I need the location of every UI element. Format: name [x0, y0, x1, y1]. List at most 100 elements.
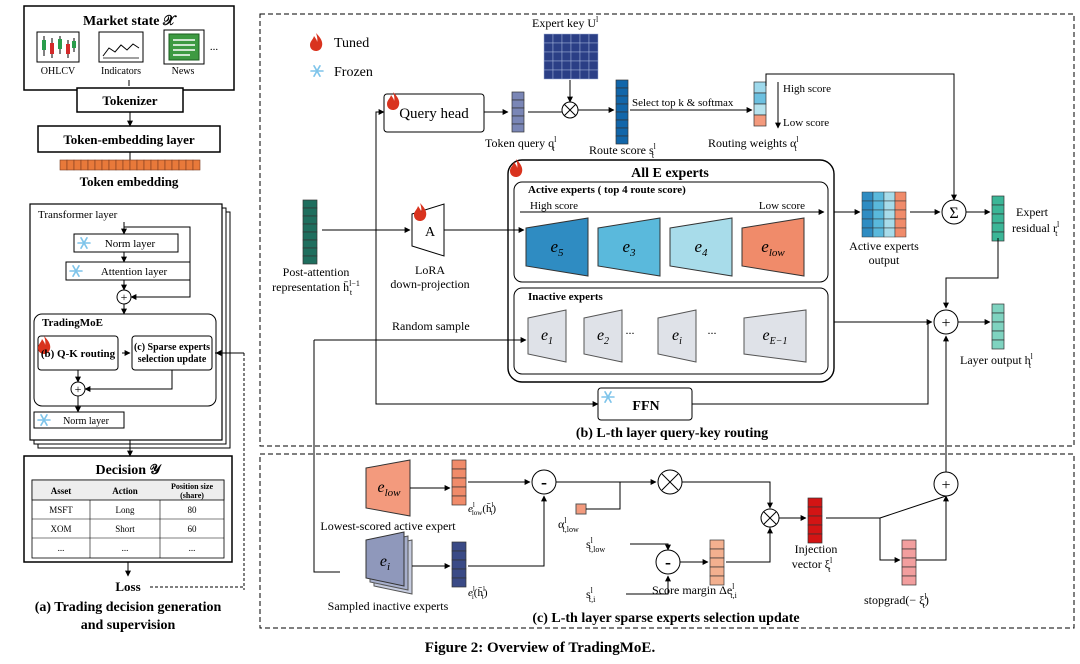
- inactive-expert-shape: [657, 309, 697, 363]
- key-cell: [588, 60, 599, 71]
- tradingmoe-label: TradingMoE: [42, 317, 103, 329]
- token-embedding-cell: [101, 159, 110, 171]
- output-cell: [894, 227, 907, 238]
- post-attention-cell: [302, 215, 318, 225]
- svg-text:-: -: [541, 472, 547, 492]
- key-cell: [579, 42, 590, 53]
- random-sample-label: Random sample: [392, 319, 470, 333]
- active-experts-label: Active experts ( top 4 route score): [528, 184, 686, 196]
- injection-cell: [807, 524, 823, 535]
- norm-layer-1-label: Norm layer: [105, 238, 156, 250]
- panel-b-caption: (b) L-th layer query-key routing: [576, 426, 768, 441]
- token-embedding-cell: [87, 159, 96, 171]
- table-cell: Short: [115, 524, 135, 534]
- all-experts-label: All E experts: [631, 166, 709, 181]
- key-cell: [561, 69, 572, 80]
- token-embedding-cell: [94, 159, 103, 171]
- active-expert-shape: [741, 217, 805, 277]
- inputs-ellipsis: ...: [210, 41, 219, 53]
- attention-layer-label: Attention layer: [101, 266, 168, 278]
- table-cell: Long: [116, 505, 135, 515]
- sampled-expert-caption: Sampled inactive experts: [328, 599, 449, 613]
- output-cell: [894, 200, 907, 211]
- output-cell: [872, 191, 885, 202]
- token-embedding-cell: [157, 159, 166, 171]
- stopgrad-cell: [901, 575, 917, 586]
- route-score-vector: [615, 79, 629, 145]
- active-expert-shape: [597, 217, 661, 277]
- qk-routing-label: (b) Q-K routing: [41, 348, 116, 360]
- token-embedding-label: Token embedding: [80, 174, 179, 189]
- key-cell: [561, 60, 572, 71]
- key-cell: [579, 33, 590, 44]
- expert-residual-vector: [991, 195, 1005, 242]
- token-embedding-cell: [122, 159, 131, 171]
- output-cell: [883, 227, 896, 238]
- key-cell: [588, 51, 599, 62]
- ffn-label: FFN: [632, 399, 659, 414]
- output-cell: [861, 191, 874, 202]
- stopgrad-cell: [901, 548, 917, 559]
- output-cell: [872, 227, 885, 238]
- token-embedding-strip: [59, 159, 201, 171]
- token-query-vector: [511, 91, 525, 133]
- layer-output-vector: [991, 303, 1005, 350]
- active-low-score: Low score: [759, 200, 805, 212]
- active-high-score: High score: [530, 200, 578, 212]
- e-low-cell: [451, 486, 467, 497]
- svg-text:-: -: [665, 552, 671, 572]
- injection-vector: [807, 497, 823, 544]
- query-cell: [511, 107, 525, 117]
- lora-label-1: LoRA: [415, 263, 445, 277]
- key-cell: [543, 42, 554, 53]
- post-attention-cell: [302, 247, 318, 257]
- lora-letter: A: [425, 225, 436, 240]
- key-cell: [552, 60, 563, 71]
- active-expert-label: e5: [550, 237, 564, 259]
- active-experts-output-grid: [861, 191, 907, 238]
- key-cell: [552, 33, 563, 44]
- ellipsis: ...: [708, 323, 717, 337]
- token-embedding-cell: [171, 159, 180, 171]
- e-i-cell: [451, 550, 467, 561]
- token-embedding-cell: [136, 159, 145, 171]
- low-score-label: Low score: [783, 117, 829, 129]
- token-embedding-cell: [150, 159, 159, 171]
- lowest-expert-caption: Lowest-scored active expert: [320, 519, 456, 533]
- table-header-asset: Asset: [51, 486, 72, 496]
- post-attention-cell: [302, 207, 318, 217]
- residual-cell: [991, 213, 1005, 224]
- active-expert-label: e3: [622, 237, 636, 259]
- output-cell: [872, 218, 885, 229]
- output-cell: [872, 209, 885, 220]
- inactive-expert-label: eE−1: [763, 327, 788, 347]
- indicators-label: Indicators: [101, 66, 141, 77]
- injection-cell: [807, 515, 823, 526]
- score-margin-vector: [709, 539, 725, 586]
- route-cell: [615, 135, 629, 145]
- panel-c-caption: (c) L-th layer sparse experts selection …: [532, 611, 799, 626]
- layer-output-cell: [991, 321, 1005, 332]
- lowest-expert-label: elow: [377, 479, 401, 499]
- query-cell: [511, 123, 525, 133]
- table-cell: ...: [189, 543, 196, 553]
- margin-cell: [709, 539, 725, 550]
- post-attention-cell: [302, 231, 318, 241]
- panel-a-caption-2: and supervision: [81, 618, 176, 633]
- post-attention-cell: [302, 199, 318, 209]
- sampled-expert-label: ei: [380, 553, 390, 573]
- stopgrad-vector: [901, 539, 917, 586]
- tokenizer-box: [76, 87, 184, 113]
- output-cell: [883, 200, 896, 211]
- weight-cell: [753, 92, 767, 105]
- route-cell: [615, 119, 629, 129]
- query-cell: [511, 99, 525, 109]
- key-cell: [561, 33, 572, 44]
- news-label: News: [172, 66, 195, 77]
- e-i-output-vector: [451, 541, 467, 588]
- inactive-expert-label: e2: [597, 327, 609, 347]
